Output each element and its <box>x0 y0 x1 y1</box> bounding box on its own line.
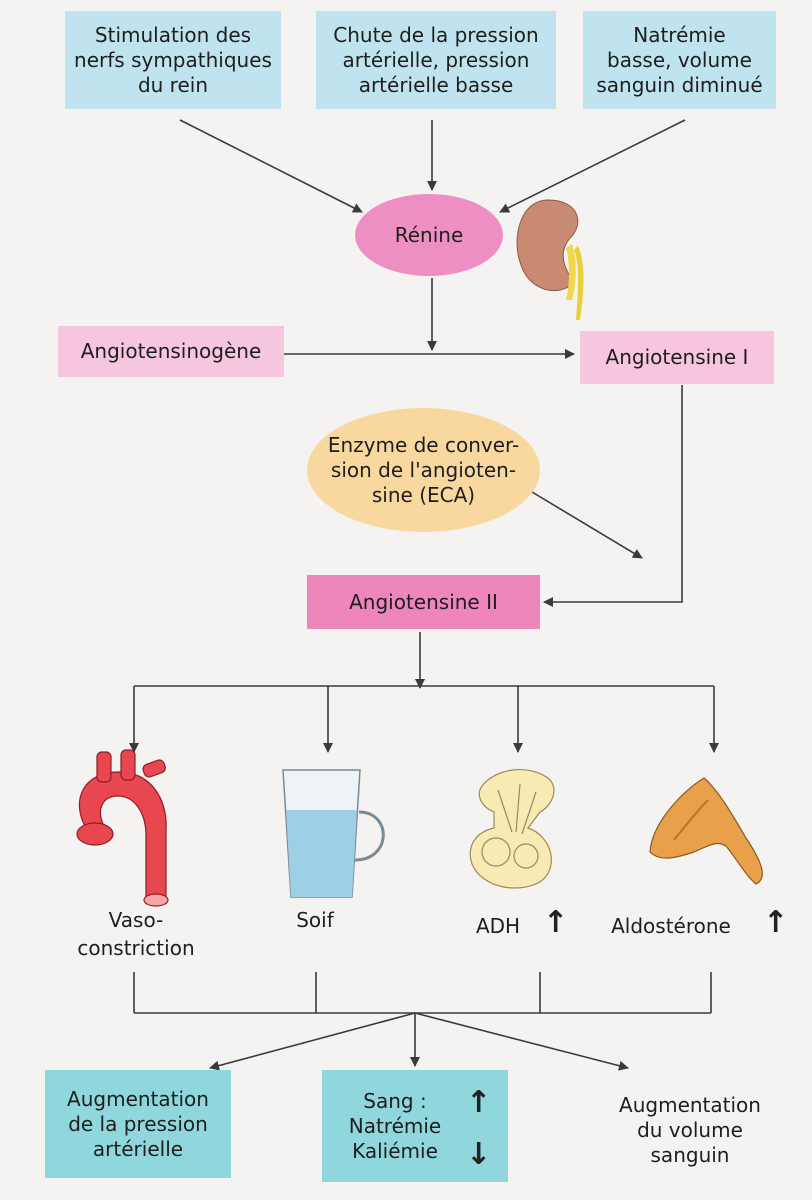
angiotensinogene-box: Angiotensinogène <box>58 326 284 377</box>
aldosterone-increase-arrow: ↑ <box>763 908 788 938</box>
arrow-eca-to-conversion <box>532 492 642 558</box>
kaliemie-decrease-arrow: ↓ <box>466 1140 491 1170</box>
arrow-to-aug-pression <box>210 1013 415 1068</box>
arrow-angiotensine1-to-angiotensine2 <box>544 385 682 602</box>
arrow-natremie-to-renine <box>500 120 685 212</box>
arrow-stim-to-renine <box>180 120 362 212</box>
kidney-icon <box>517 200 583 320</box>
vasoconstriction-label: Vaso- constriction <box>66 906 206 962</box>
pituitary-gland-icon <box>470 770 554 888</box>
stim-nerfs-box: Stimulation des nerfs sympathiques du re… <box>65 11 281 109</box>
adh-label: ADH <box>466 912 530 940</box>
angiotensine2-box: Angiotensine II <box>307 575 540 629</box>
natremie-increase-arrow: ↑ <box>466 1088 491 1118</box>
soif-label: Soif <box>270 906 360 934</box>
aug-volume-box: Augmentation du volume sanguin <box>590 1080 790 1180</box>
aorta-icon <box>77 750 168 906</box>
water-glass-icon <box>283 770 383 897</box>
aug-pression-box: Augmentation de la pression artérielle <box>45 1070 231 1178</box>
aldosterone-label: Aldostérone <box>596 912 746 940</box>
arrow-to-aug-volume <box>415 1013 628 1068</box>
adh-increase-arrow: ↑ <box>543 908 568 938</box>
renine-ellipse: Rénine <box>355 194 503 276</box>
angiotensine1-box: Angiotensine I <box>580 331 774 384</box>
adrenal-gland-icon <box>650 778 762 884</box>
natremie-basse-box: Natrémie basse, volume sanguin diminué <box>583 11 776 109</box>
eca-ellipse: Enzyme de conver- sion de l'angioten- si… <box>307 408 540 532</box>
chute-pression-box: Chute de la pression artérielle, pressio… <box>316 11 556 109</box>
